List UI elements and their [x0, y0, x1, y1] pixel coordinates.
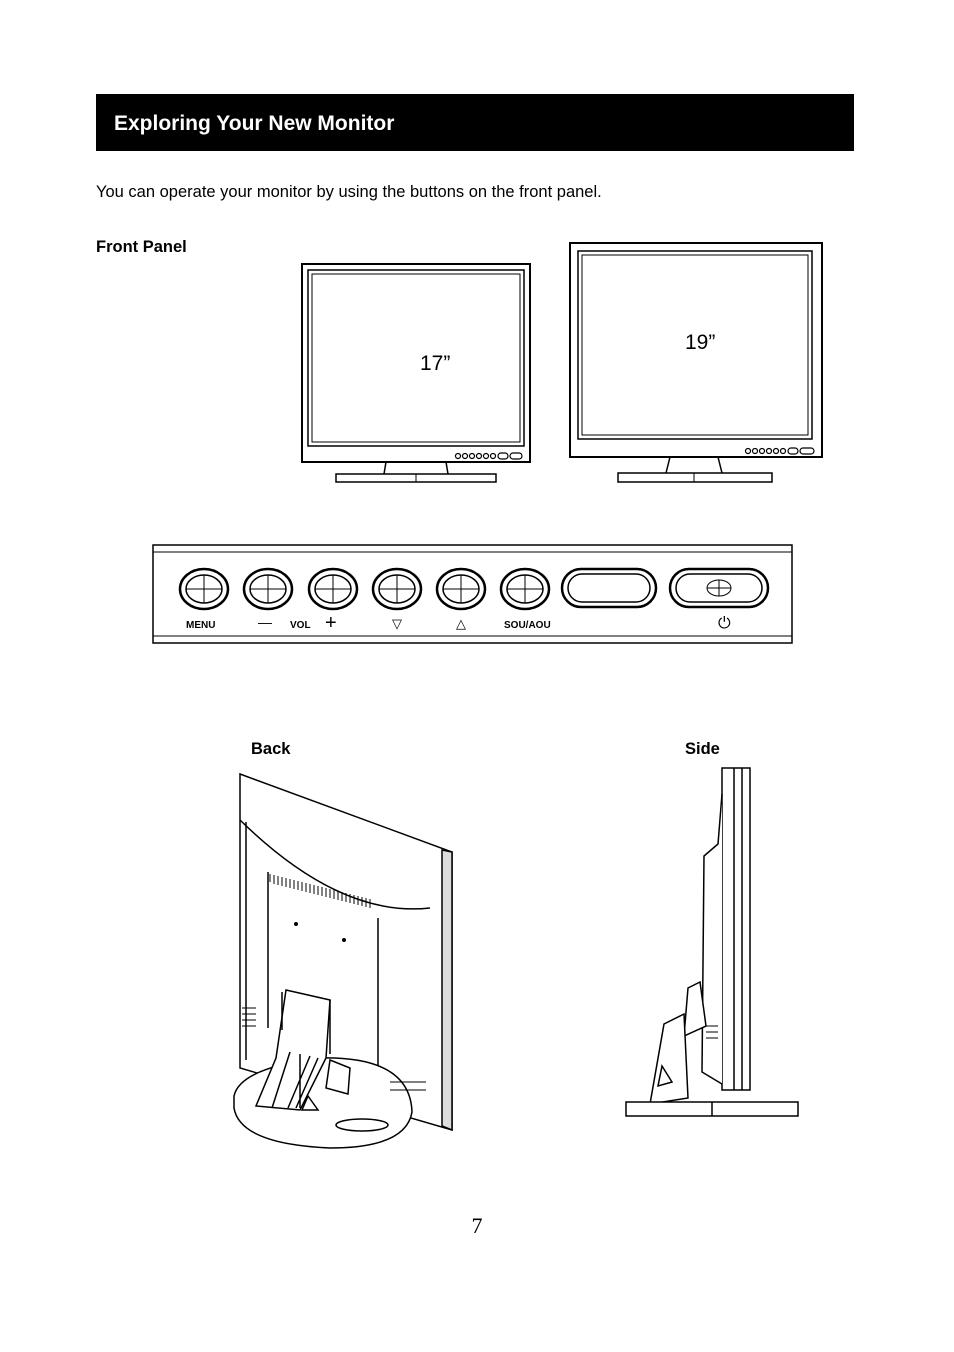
vol-plus-label: +: [325, 612, 337, 634]
down-arrow-icon: ▽: [392, 616, 402, 631]
page-title: Exploring Your New Monitor: [114, 112, 395, 135]
up-arrow-icon: △: [456, 616, 466, 631]
monitor-side-illustration: [625, 767, 799, 1117]
monitor-back-illustration: [233, 772, 453, 1149]
monitor-17-size-label: 17”: [420, 352, 451, 375]
menu-button-label: MENU: [186, 620, 215, 631]
monitor-17-illustration: [301, 263, 531, 483]
monitor-19-size-label: 19”: [685, 331, 716, 354]
intro-paragraph: You can operate your monitor by using th…: [96, 183, 602, 201]
vol-label: VOL: [290, 620, 311, 631]
power-icon: ⏻: [718, 615, 731, 632]
back-view-label: Back: [251, 740, 291, 758]
section-header: Exploring Your New Monitor: [96, 94, 854, 151]
front-panel-buttons-diagram: MENU — VOL + ▽ △ SOU/AOU ⏻: [152, 544, 793, 644]
vol-minus-label: —: [258, 614, 272, 630]
side-view-label: Side: [685, 740, 720, 758]
page-number: 7: [471, 1213, 483, 1238]
front-panel-label: Front Panel: [96, 238, 187, 256]
source-button-label: SOU/AOU: [504, 620, 551, 631]
monitor-19-illustration: [569, 242, 823, 483]
